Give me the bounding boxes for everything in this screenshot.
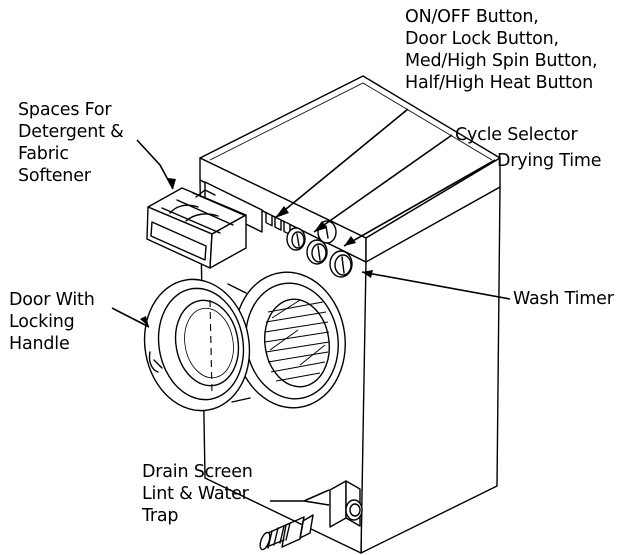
controls-label-line-3: Med/High Spin Button,: [405, 51, 598, 71]
dispenser-label-line-3: Fabric: [18, 144, 69, 164]
control-panel-side: [365, 157, 501, 263]
leader-wash-timer: [361, 271, 511, 300]
cycle-selector-knob[interactable]: [306, 239, 328, 265]
detergent-drawer: [146, 181, 263, 269]
leader-lines: [111, 108, 511, 506]
leader-controls: [274, 108, 409, 219]
drain-trap: [259, 480, 363, 551]
drain-cover: [329, 480, 347, 528]
drain-label-line-2: Lint & Water: [142, 484, 249, 504]
on-off-button[interactable]: [265, 211, 273, 227]
dispenser-label-line-2: Detergent &: [18, 122, 124, 142]
controls-label-line-4: Half/High Heat Button: [405, 73, 594, 93]
drain-label-line-1: Drain Screen: [142, 462, 253, 482]
leader-drain-bottom: [303, 500, 330, 506]
drain-screen-screw: [259, 514, 314, 551]
drying-time-text: Drying Time: [497, 151, 602, 171]
drying-time-label: Drying Time: [497, 150, 601, 172]
drain-label-line-3: Trap: [142, 506, 179, 526]
leader-dispenser: [136, 139, 174, 190]
door-hinge-axis: [209, 299, 213, 396]
leader-door: [111, 307, 150, 328]
drum-hatching: [264, 299, 330, 382]
leader-cycle-selector: [313, 134, 453, 233]
drum-opening: [234, 271, 346, 409]
wash-timer-text: Wash Timer: [513, 289, 614, 309]
open-door[interactable]: [134, 271, 259, 419]
controls-label-line-2: Door Lock Button,: [405, 29, 559, 49]
leader-drying-time: [343, 159, 496, 247]
controls-label-line-1: ON/OFF Button,: [405, 7, 539, 27]
door-lock-button[interactable]: [274, 216, 282, 231]
cycle-selector-text: Cycle Selector: [455, 125, 578, 145]
wash-timer-label: Wash Timer: [513, 288, 614, 310]
cycle-selector-label: Cycle Selector: [455, 124, 578, 146]
arrowheads: [140, 178, 373, 327]
drying-time-knob[interactable]: [329, 250, 353, 278]
door-label: Door With Locking Handle: [9, 289, 95, 355]
heat-knob[interactable]: [286, 227, 306, 251]
spin-button[interactable]: [283, 220, 291, 236]
door-handle[interactable]: [148, 351, 159, 373]
dispenser-label-line-1: Spaces For: [18, 100, 112, 120]
controls-label: ON/OFF Button, Door Lock Button, Med/Hig…: [405, 6, 598, 94]
dispenser-label: Spaces For Detergent & Fabric Softener: [18, 99, 124, 187]
door-label-line-3: Handle: [9, 334, 70, 354]
door-label-line-1: Door With: [9, 290, 95, 310]
dispenser-label-line-4: Softener: [18, 166, 91, 186]
door-label-line-2: Locking: [9, 312, 75, 332]
drain-label: Drain Screen Lint & Water Trap: [142, 461, 253, 527]
control-panel: [265, 211, 353, 278]
